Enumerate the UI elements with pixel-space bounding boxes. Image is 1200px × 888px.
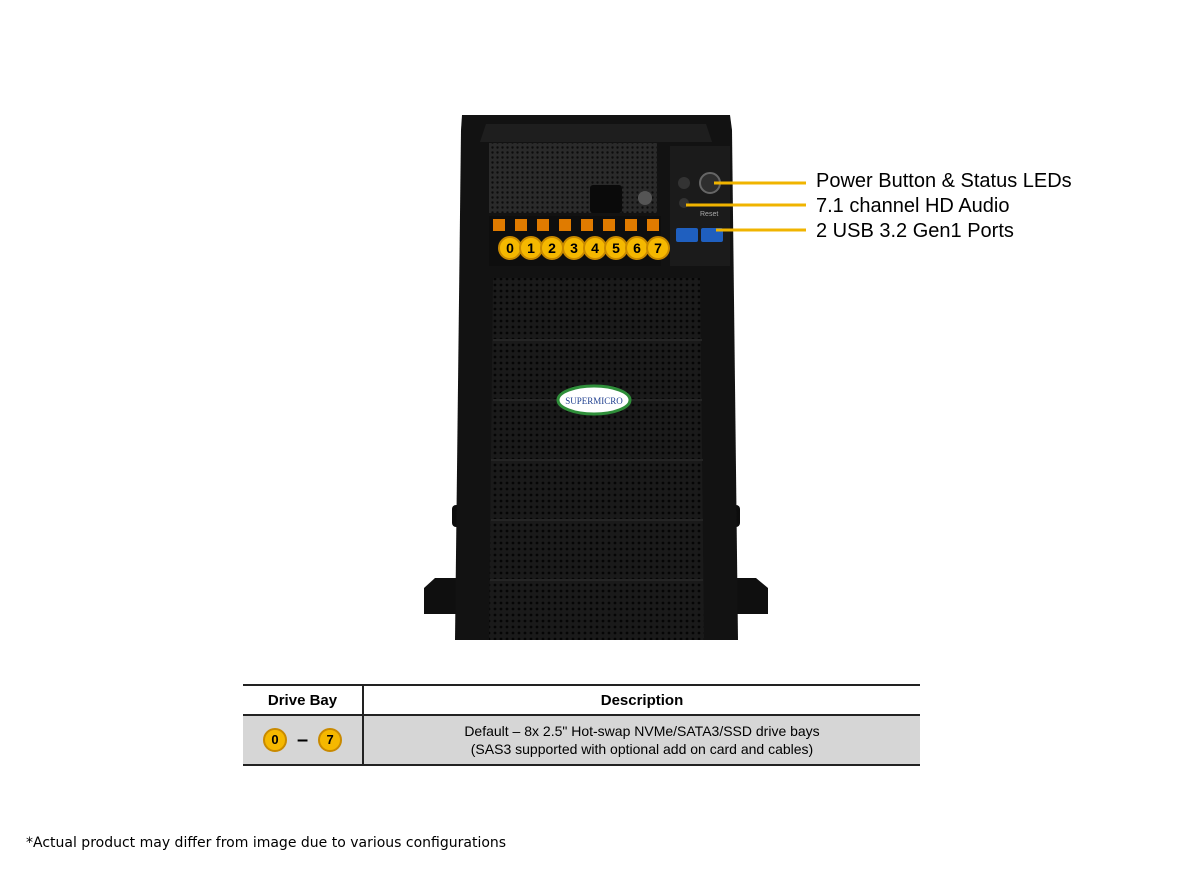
bay-badge: 1 <box>519 236 543 260</box>
callout-lines <box>686 181 806 232</box>
bay-range-cell: 0 – 7 <box>243 715 364 766</box>
svg-text:3: 3 <box>570 240 578 256</box>
footnote: *Actual product may differ from image du… <box>26 835 507 851</box>
bay-badge: 7 <box>646 236 670 260</box>
callout-usb-label: 2 USB 3.2 Gen1 Ports <box>816 220 1014 242</box>
bay-badge: 4 <box>583 236 607 260</box>
supermicro-logo: SUPERMICRO <box>556 384 632 416</box>
svg-text:7: 7 <box>654 240 662 256</box>
reset-label: Reset <box>700 211 718 218</box>
header-description: Description <box>363 684 920 716</box>
bay-start-badge: 0 <box>262 728 287 752</box>
svg-text:0: 0 <box>506 240 514 256</box>
table-row: 0 – 7 Default – 8x 2.5" Hot-swap NVMe/SA… <box>243 715 920 766</box>
svg-text:6: 6 <box>633 240 641 256</box>
svg-text:5: 5 <box>612 240 620 256</box>
bay-badge: 5 <box>604 236 628 260</box>
callout-power-label: Power Button & Status LEDs <box>816 170 1072 192</box>
svg-text:2: 2 <box>548 240 556 256</box>
svg-text:4: 4 <box>591 240 599 256</box>
description-cell: Default – 8x 2.5" Hot-swap NVMe/SATA3/SS… <box>363 715 920 766</box>
bay-badge: 6 <box>625 236 649 260</box>
drive-leds <box>493 219 659 231</box>
bay-range-dash: – <box>296 729 309 751</box>
bay-end-badge: 7 <box>318 728 343 752</box>
callout-audio-label: 7.1 channel HD Audio <box>816 195 1010 217</box>
front-mesh-panel <box>489 278 704 640</box>
bay-badge: 0 <box>498 236 522 260</box>
table-header-row: Drive Bay Description <box>243 684 920 716</box>
logo-text: SUPERMICRO <box>565 396 623 406</box>
drive-bay-badges: 0 1 2 3 4 5 6 7 <box>498 236 670 260</box>
description-line-2: (SAS3 supported with optional add on car… <box>470 741 814 757</box>
bay-badge: 3 <box>562 236 586 260</box>
description-line-1: Default – 8x 2.5" Hot-swap NVMe/SATA3/SS… <box>464 723 820 739</box>
svg-text:1: 1 <box>527 240 535 256</box>
bay-badge: 2 <box>540 236 564 260</box>
drive-bay-table: Drive Bay Description 0 – 7 Default – 8x… <box>243 684 920 766</box>
header-drive-bay: Drive Bay <box>243 684 364 716</box>
